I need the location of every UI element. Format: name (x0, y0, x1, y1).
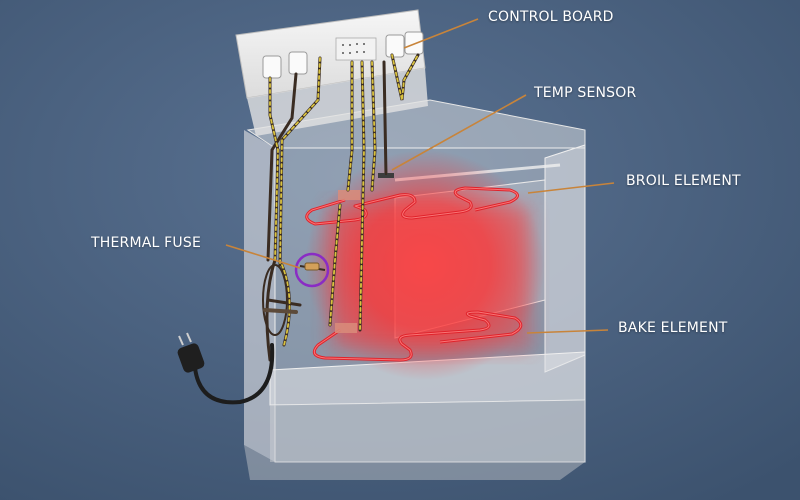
control-display (335, 37, 377, 61)
control-board-leader (403, 18, 479, 49)
heating-glow (305, 150, 545, 380)
bake-element (312, 310, 523, 362)
temp-sensor-leader (391, 94, 527, 171)
thermal-fuse (294, 252, 330, 288)
temp-sensor-label: TEMP SENSOR (534, 85, 637, 101)
broil-element (305, 186, 519, 226)
power-plug (177, 332, 205, 373)
broil-element-label: BROIL ELEMENT (626, 173, 741, 189)
control-board-label: CONTROL BOARD (488, 9, 614, 25)
bake-element-label: BAKE ELEMENT (618, 320, 728, 336)
thermal-fuse-label: THERMAL FUSE (91, 235, 201, 251)
fuse-highlight-circle (294, 252, 330, 288)
broil-element-leader (527, 182, 615, 194)
bake-element-leader (526, 329, 609, 334)
temp-sensor (378, 150, 394, 178)
burner-knobs (262, 31, 424, 79)
bake-terminal-block (335, 323, 357, 333)
broil-terminal-block (338, 190, 360, 200)
callout-lines (225, 18, 615, 334)
power-cord (177, 332, 275, 405)
thermal-fuse-leader (225, 244, 301, 269)
